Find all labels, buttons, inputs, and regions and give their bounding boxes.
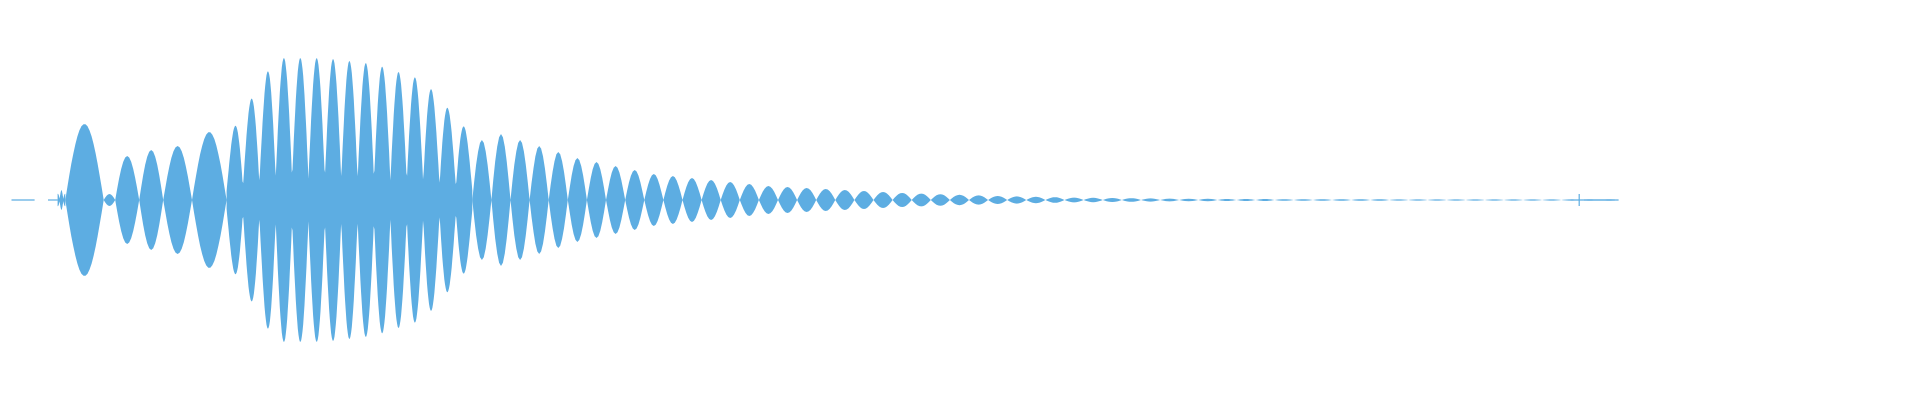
waveform-lobe: [1389, 199, 1409, 201]
waveform-lobe: [1523, 199, 1543, 201]
waveform-lobe: [567, 158, 587, 242]
waveform-lobe: [1102, 198, 1122, 202]
waveform-lobe: [529, 146, 549, 254]
waveform-lobe: [1542, 199, 1562, 201]
waveform-lobe: [1160, 198, 1180, 202]
waveform-lobe: [930, 194, 950, 206]
waveform-lobe: [854, 191, 874, 209]
waveform-lobe: [1141, 198, 1161, 202]
waveform-lobe: [739, 184, 759, 216]
waveform-lobe: [969, 195, 989, 205]
waveform-lobe: [1446, 199, 1466, 201]
waveform-lobe: [103, 194, 116, 206]
waveform-lobe: [1045, 197, 1065, 203]
waveform-lobe: [1484, 199, 1504, 201]
waveform-burst: [57, 190, 66, 210]
waveform-lobe: [1427, 199, 1447, 201]
waveform-lobe: [472, 140, 492, 260]
waveform-lobe: [949, 194, 969, 206]
waveform-lobe: [510, 140, 530, 260]
waveform-lobe: [1064, 197, 1084, 203]
waveform-lobe: [1198, 198, 1218, 202]
waveform-lobe: [1083, 197, 1103, 203]
waveform-lobe: [115, 156, 140, 244]
waveform-lobe: [1179, 198, 1199, 202]
waveform-lobe: [988, 196, 1008, 204]
waveform-lobe: [701, 180, 721, 220]
waveform-lobe: [758, 186, 778, 214]
waveform-lobe: [682, 178, 702, 222]
waveform-lobe: [1351, 199, 1371, 201]
waveform-lobe: [873, 192, 893, 208]
waveform-lobe: [663, 176, 683, 224]
waveform-lobe: [1121, 198, 1141, 202]
waveform-lobe: [1293, 199, 1313, 201]
waveform-lobe: [1007, 196, 1027, 204]
waveform-lobe: [1274, 199, 1294, 201]
waveform-lobe: [163, 146, 192, 254]
waveform-lobe: [1026, 196, 1046, 204]
waveform-lobe: [1236, 199, 1256, 201]
waveform-lobe: [1332, 199, 1352, 201]
waveform-lobe: [911, 193, 931, 207]
waveform-lobe: [644, 174, 664, 226]
waveform-lobe: [1255, 199, 1275, 201]
waveform-lobe: [1503, 199, 1523, 201]
waveform-lobe: [491, 134, 511, 266]
waveform-lobe: [625, 170, 645, 230]
waveform-lobe: [1408, 199, 1428, 201]
waveform-lobe: [548, 152, 568, 248]
waveform-lobe: [1217, 199, 1237, 201]
waveform-lobe: [1370, 199, 1390, 201]
waveform-lobe: [797, 188, 817, 212]
waveform-lobe: [1312, 199, 1332, 201]
waveform-lobe: [139, 150, 164, 250]
waveform-lobe: [720, 182, 740, 218]
waveform-lobe: [586, 162, 606, 238]
waveform-burst: [226, 58, 473, 342]
waveform-lobe: [892, 193, 912, 207]
waveform-lobe: [65, 124, 104, 276]
waveform-lobe: [606, 166, 626, 234]
waveform-lobe: [778, 187, 798, 213]
waveform-lobe: [816, 189, 836, 211]
waveform-lobe: [192, 132, 227, 268]
waveform-lobe: [835, 190, 855, 210]
waveform-lobe: [1465, 199, 1485, 201]
